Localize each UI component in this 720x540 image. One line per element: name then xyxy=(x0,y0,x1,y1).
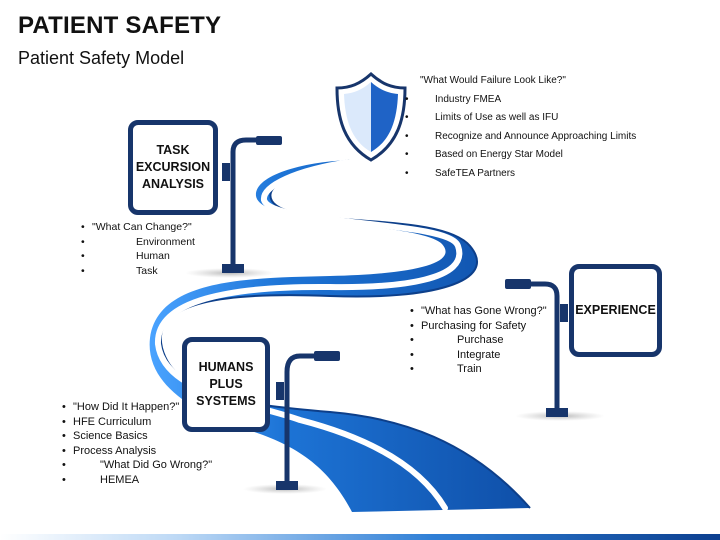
list-item: Industry FMEA xyxy=(405,91,636,110)
list-item: Human xyxy=(81,249,195,264)
list-item: SafeTEA Partners xyxy=(405,165,636,184)
list-item: Limits of Use as well as IFU xyxy=(405,109,636,128)
shield-notes: "What Would Failure Look Like?" Industry… xyxy=(405,72,636,184)
list-item: Environment xyxy=(81,235,195,250)
box-label-line: ANALYSIS xyxy=(141,176,205,191)
list-item: Purchasing for Safety xyxy=(410,319,547,334)
slide-title: PATIENT SAFETY xyxy=(18,12,222,39)
box-label-line: EXCURSION xyxy=(135,160,211,175)
list-item: Based on Energy Star Model xyxy=(405,146,636,165)
experience-notes: "What has Gone Wrong?" Purchasing for Sa… xyxy=(410,304,547,377)
list-item: Recognize and Announce Approaching Limit… xyxy=(405,128,636,147)
street-lamp-icon xyxy=(276,351,340,490)
list-item: "What has Gone Wrong?" xyxy=(410,304,547,319)
box-label-line: HUMANS xyxy=(198,360,254,375)
street-lamp-icon xyxy=(222,136,282,273)
list-item: Purchase xyxy=(410,333,547,348)
list-item: "How Did It Happen?" xyxy=(62,400,212,415)
humans-notes: "How Did It Happen?" HFE Curriculum Scie… xyxy=(62,400,212,488)
task-excursion-analysis-box: TASK EXCURSION ANALYSIS xyxy=(128,120,218,215)
road-center-line xyxy=(154,159,463,511)
list-item: Task xyxy=(81,264,195,279)
list-item: "What Did Go Wrong?" xyxy=(62,458,212,473)
slide-subtitle: Patient Safety Model xyxy=(18,48,185,68)
list-item: Science Basics xyxy=(62,429,212,444)
box-label-line: TASK xyxy=(156,143,190,158)
list-item: Train xyxy=(410,362,547,377)
box-label-line: PLUS xyxy=(209,377,243,392)
list-item: HFE Curriculum xyxy=(62,415,212,430)
street-lamp-icon xyxy=(505,279,568,417)
task-notes: "What Can Change?" Environment Human Tas… xyxy=(81,220,195,279)
list-item: Process Analysis xyxy=(62,444,212,459)
list-item: Integrate xyxy=(410,348,547,363)
shield-icon xyxy=(335,71,407,162)
experience-box: EXPERIENCE xyxy=(569,264,662,357)
list-item: "What Can Change?" xyxy=(81,220,195,235)
list-item: HEMEA xyxy=(62,473,212,488)
footer-gradient-bar xyxy=(0,534,720,540)
box-label-line: EXPERIENCE xyxy=(575,303,656,318)
shield-notes-heading: "What Would Failure Look Like?" xyxy=(420,75,566,86)
